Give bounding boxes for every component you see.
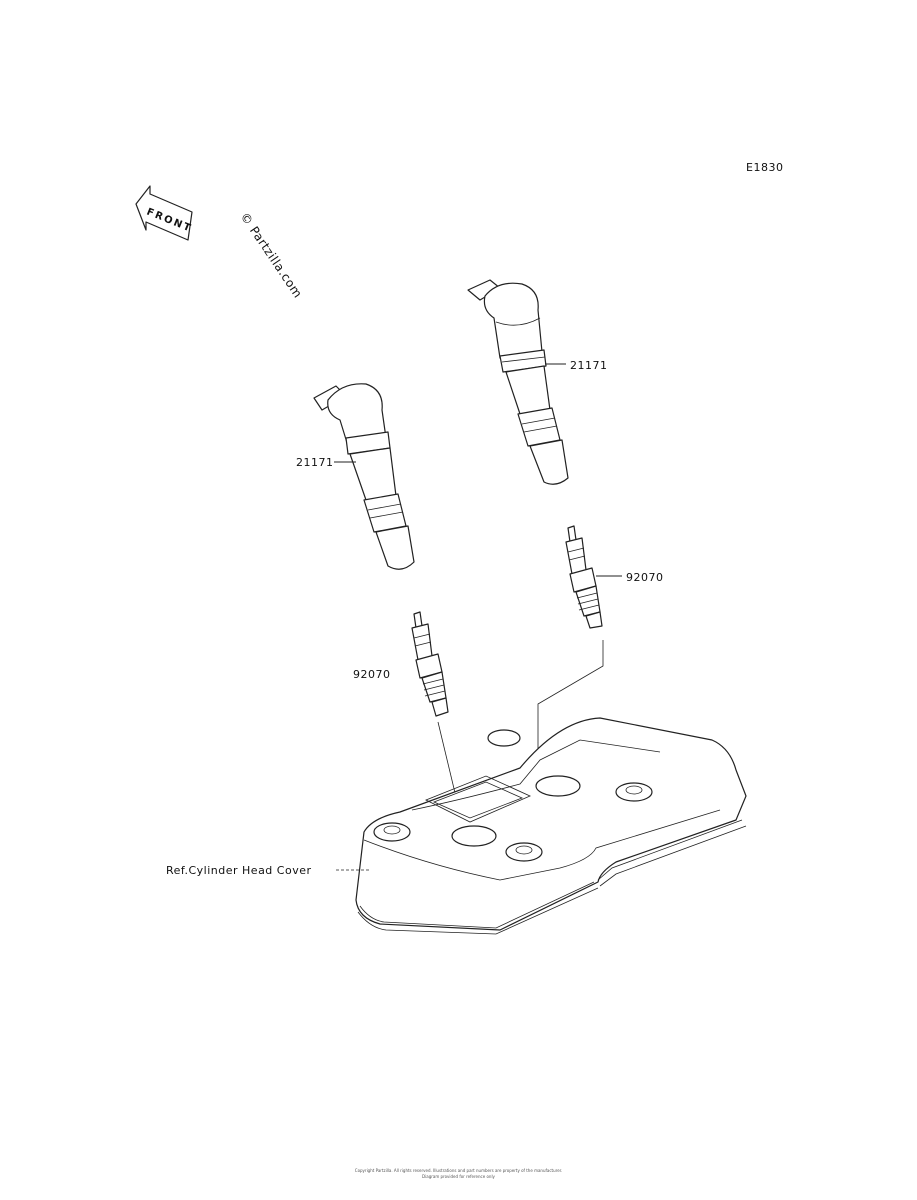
watermark: © Partzilla.com bbox=[238, 210, 306, 301]
footer-line-1: Copyright Partzilla. All rights reserved… bbox=[354, 1168, 563, 1173]
part-label-plug-rear[interactable]: 92070 bbox=[626, 571, 664, 584]
guide-plug-rear bbox=[537, 640, 604, 780]
ignition-coil-rear[interactable] bbox=[467, 279, 569, 485]
front-arrow-icon: FRONT bbox=[135, 185, 194, 241]
ref-cylinder-head-cover-label: Ref.Cylinder Head Cover bbox=[166, 864, 312, 877]
part-label-plug-front[interactable]: 92070 bbox=[353, 668, 391, 681]
diagram-code: E1830 bbox=[746, 161, 783, 174]
spark-plug-rear[interactable] bbox=[565, 525, 603, 629]
part-label-coil-rear[interactable]: 21171 bbox=[570, 359, 608, 372]
footer-line-2: Diagram provided for reference only bbox=[422, 1174, 495, 1179]
ignition-coil-front[interactable] bbox=[313, 383, 415, 570]
spark-plug-front[interactable] bbox=[411, 611, 449, 717]
cylinder-head-cover[interactable] bbox=[355, 717, 747, 935]
part-label-coil-front[interactable]: 21171 bbox=[296, 456, 334, 469]
